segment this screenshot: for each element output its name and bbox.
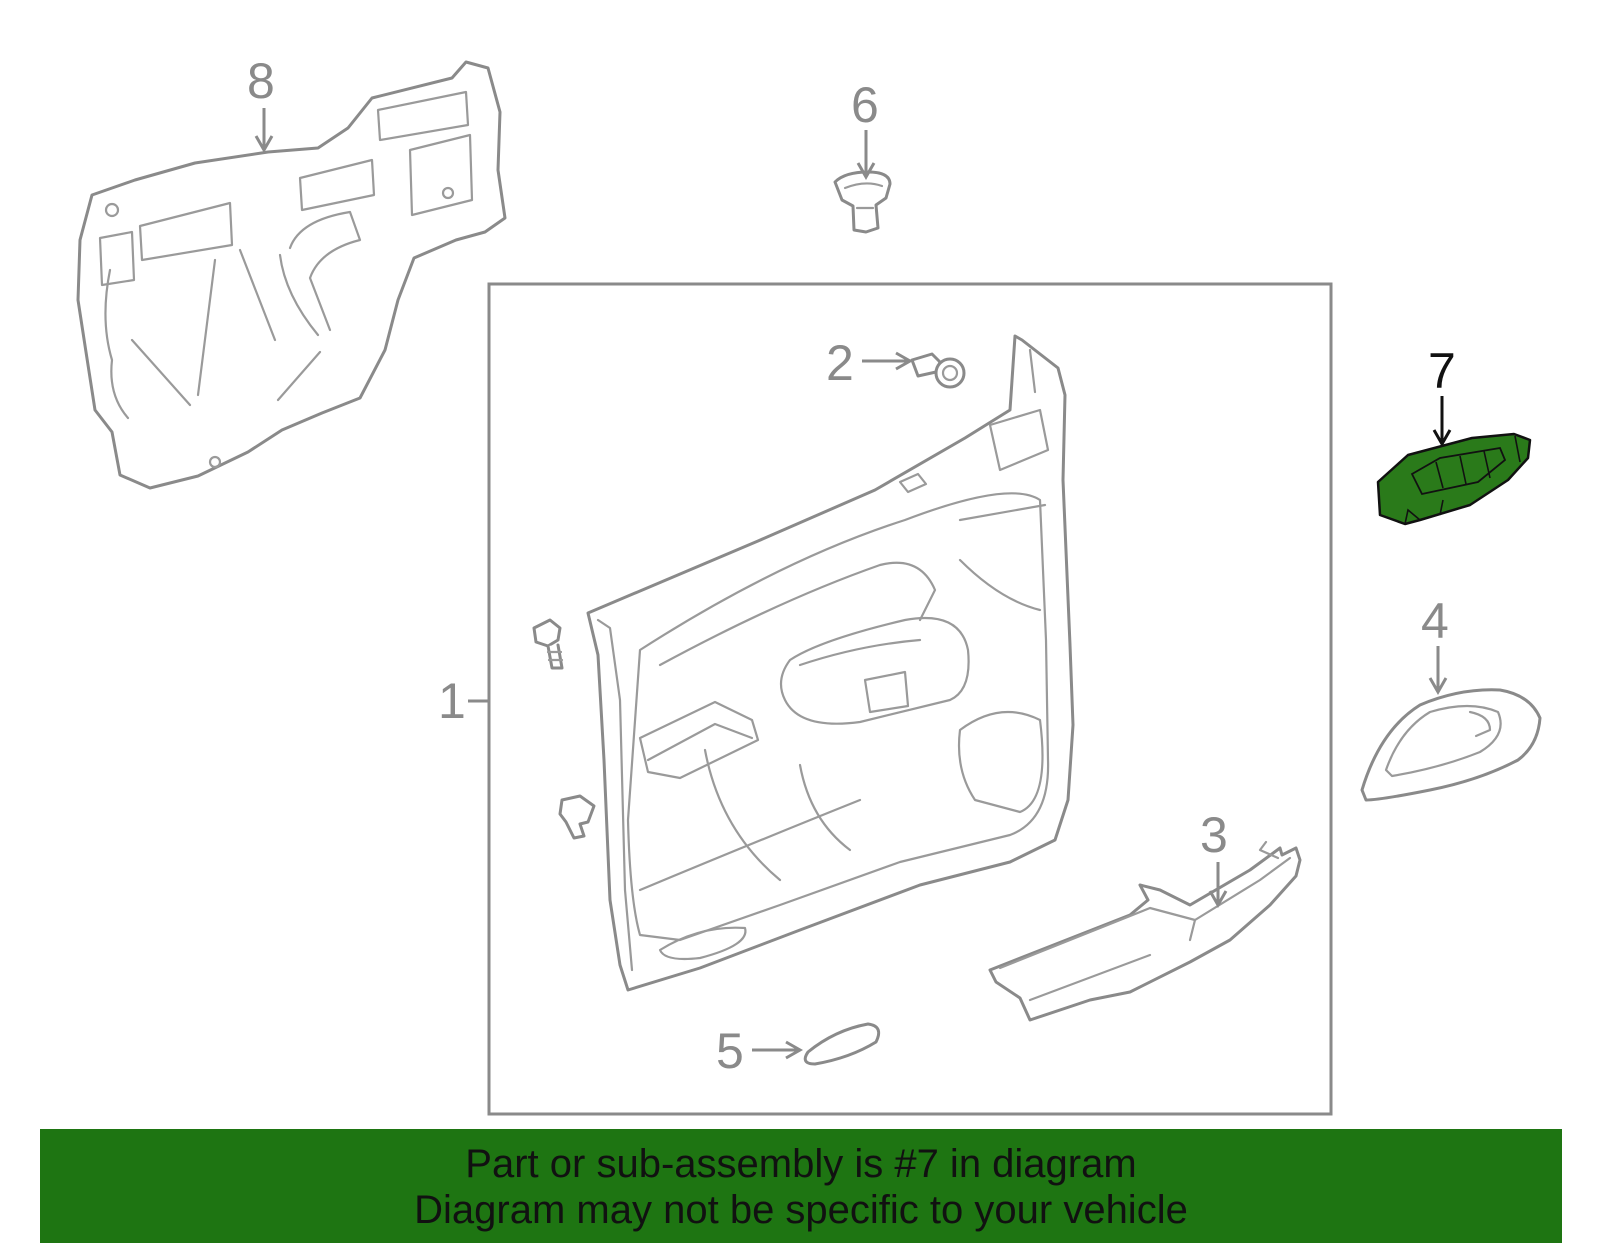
retainer-clip[interactable] (558, 794, 596, 840)
part-1-door-trim-panel[interactable] (586, 334, 1075, 992)
callout-1: 1 (438, 673, 466, 729)
callout-3: 3 (1200, 807, 1228, 863)
banner-line-2: Diagram may not be specific to your vehi… (414, 1188, 1188, 1232)
part-7-window-switch-highlighted[interactable] (1376, 432, 1532, 526)
part-6-push-clip[interactable] (833, 170, 892, 234)
callout-3-arrow (1208, 862, 1228, 909)
part-8-door-inner-panel[interactable] (76, 60, 507, 490)
callout-7-arrow (1432, 396, 1452, 448)
part-4-bezel[interactable] (1360, 688, 1542, 802)
callout-4-arrow (1428, 646, 1448, 696)
callout-4: 4 (1421, 593, 1449, 649)
callout-6-arrow (856, 130, 876, 181)
callout-2: 2 (826, 335, 854, 391)
info-banner: Part or sub-assembly is #7 in diagram Di… (40, 1129, 1562, 1243)
part-3-armrest[interactable] (988, 840, 1302, 1022)
callout-8-arrow (254, 108, 274, 154)
part-2-fastener[interactable] (910, 352, 966, 389)
callout-5-arrow (752, 1040, 804, 1060)
banner-line-1: Part or sub-assembly is #7 in diagram (465, 1142, 1137, 1186)
callout-7: 7 (1428, 343, 1456, 399)
screw-fastener[interactable] (532, 618, 564, 670)
part-5-lens[interactable] (803, 1022, 881, 1066)
callout-2-arrow (862, 351, 914, 371)
assembly-frame-part-1 (487, 282, 1333, 1116)
callout-6: 6 (851, 77, 879, 133)
callout-5: 5 (716, 1023, 744, 1079)
callout-8: 8 (247, 53, 275, 109)
